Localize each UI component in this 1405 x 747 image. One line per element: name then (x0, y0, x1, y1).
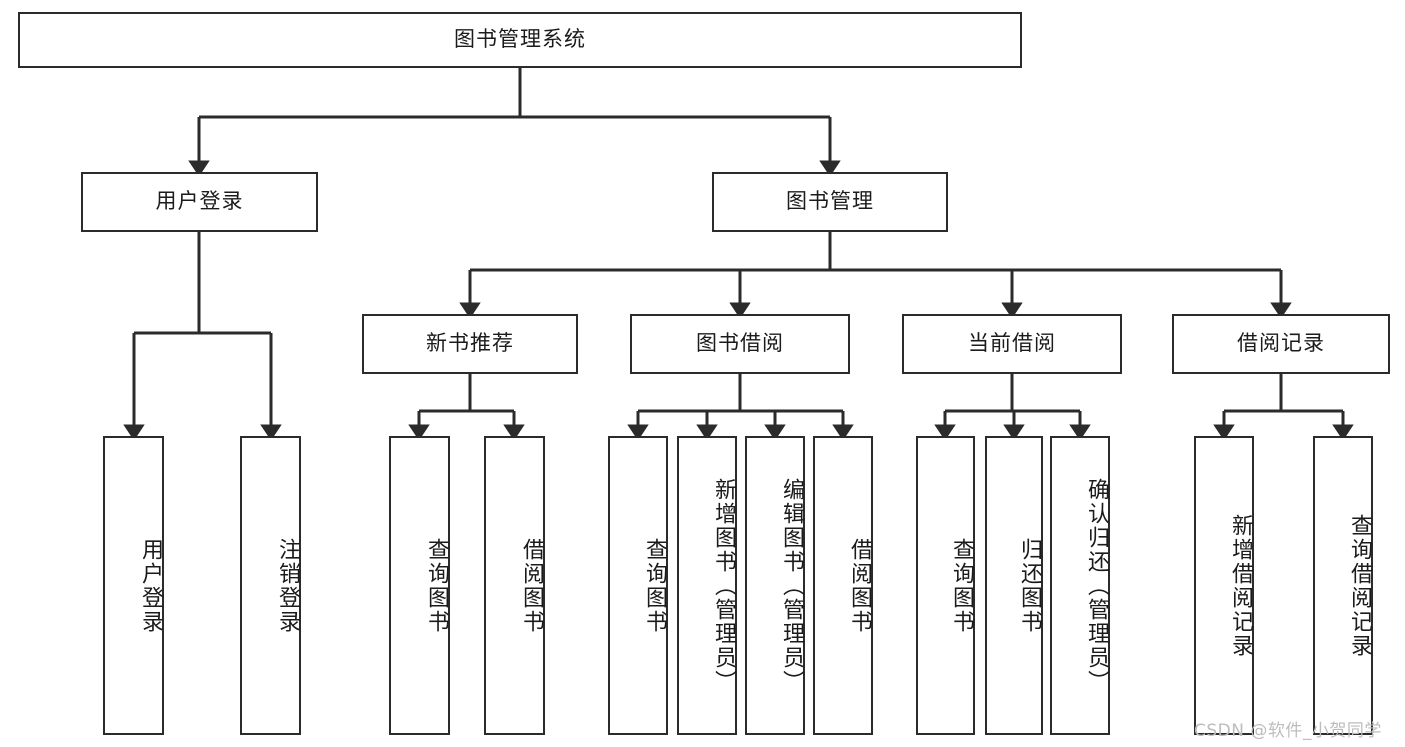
leaf-label: 查询图书 (642, 537, 667, 634)
leaf-label: 新增借阅记录 (1228, 513, 1253, 658)
node-book-manage[interactable]: 图书管理 (712, 172, 948, 232)
leaf-label: 确认归还（管理员） (1084, 477, 1109, 694)
node-current-borrow[interactable]: 当前借阅 (902, 314, 1122, 374)
leaf-query-book-recommend[interactable]: 查询图书 (389, 436, 450, 735)
leaf-edit-book-admin[interactable]: 编辑图书（管理员） (745, 436, 805, 735)
leaf-borrow-book[interactable]: 借阅图书 (813, 436, 873, 735)
node-book-borrow[interactable]: 图书借阅 (630, 314, 850, 374)
leaf-label: 借阅图书 (519, 537, 544, 634)
leaf-confirm-return-admin[interactable]: 确认归还（管理员） (1050, 436, 1110, 735)
leaf-label: 查询借阅记录 (1347, 513, 1372, 658)
leaf-query-borrow-record[interactable]: 查询借阅记录 (1313, 436, 1373, 735)
leaf-label: 查询图书 (424, 537, 449, 634)
leaf-query-book-current[interactable]: 查询图书 (916, 436, 975, 735)
node-new-book-recommend[interactable]: 新书推荐 (362, 314, 578, 374)
leaf-label: 归还图书 (1017, 537, 1042, 634)
leaf-add-borrow-record[interactable]: 新增借阅记录 (1194, 436, 1254, 735)
leaf-label: 借阅图书 (847, 537, 872, 634)
leaf-label: 新增图书（管理员） (711, 477, 736, 694)
node-borrow-record[interactable]: 借阅记录 (1172, 314, 1390, 374)
leaf-label: 编辑图书（管理员） (779, 477, 804, 694)
leaf-user-login[interactable]: 用户登录 (103, 436, 164, 735)
leaf-query-book-borrow[interactable]: 查询图书 (608, 436, 668, 735)
leaf-borrow-book-recommend[interactable]: 借阅图书 (484, 436, 545, 735)
leaf-logout[interactable]: 注销登录 (240, 436, 301, 735)
leaf-label: 用户登录 (138, 537, 163, 634)
leaf-label: 注销登录 (275, 537, 300, 634)
node-root[interactable]: 图书管理系统 (18, 12, 1022, 68)
leaf-add-book-admin[interactable]: 新增图书（管理员） (677, 436, 737, 735)
node-user-login[interactable]: 用户登录 (81, 172, 318, 232)
leaf-label: 查询图书 (949, 537, 974, 634)
leaf-return-book[interactable]: 归还图书 (985, 436, 1043, 735)
